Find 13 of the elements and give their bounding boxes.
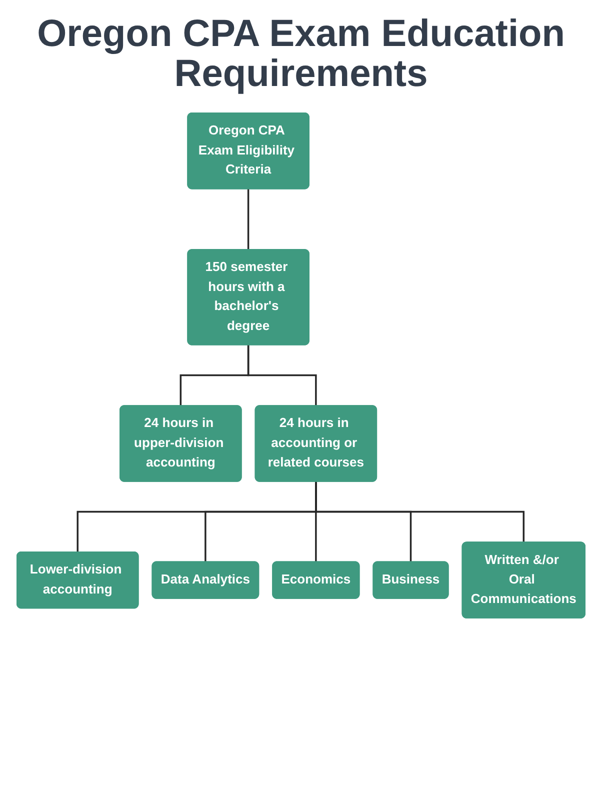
- process-box: Written &/or Oral Communications: [462, 542, 586, 618]
- process-box: Lower-division accounting: [16, 551, 139, 609]
- connector-line: [247, 188, 250, 250]
- title: Oregon CPA Exam Education Requirements: [36, 14, 566, 94]
- process-box: 150 semester hours with a bachelor's degree: [187, 249, 310, 346]
- process-box: 24 hours in accounting or related courses: [254, 405, 378, 482]
- connector-line: [247, 344, 317, 406]
- process-box: Economics: [272, 561, 360, 599]
- connector-line: [315, 481, 525, 542]
- process-box: Business: [372, 561, 449, 599]
- process-box: Data Analytics: [152, 561, 260, 599]
- process-box: Oregon CPA Exam Eligibility Criteria: [187, 112, 310, 190]
- process-box: 24 hours in upper-division accounting: [120, 405, 242, 482]
